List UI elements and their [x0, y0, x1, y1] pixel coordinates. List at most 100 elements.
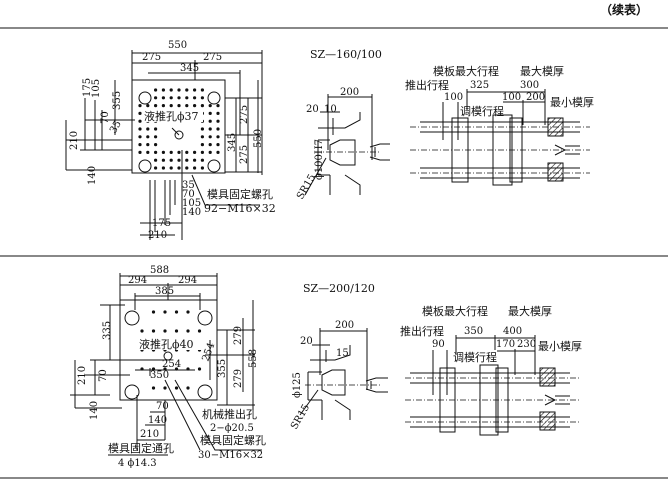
bolt-hole — [169, 166, 173, 170]
bolt-hole — [216, 150, 220, 154]
bolt-hole — [146, 104, 150, 108]
bolt-hole — [154, 104, 158, 108]
nozzle-dim-20: 20 — [300, 336, 313, 347]
eject-stroke-label: 推出行程 — [400, 324, 444, 338]
eject-stroke-value: 90 — [432, 339, 445, 350]
nozzle-diameter: ϕ100H7 — [314, 139, 325, 180]
bolt-hole — [161, 96, 165, 100]
bolt-hole — [138, 135, 142, 139]
tie-bar-hole — [207, 159, 221, 173]
bolt-hole — [154, 158, 158, 162]
bolt-hole — [146, 150, 150, 154]
eject-hole-label: 机械推出孔 — [202, 407, 257, 421]
platen-outline — [131, 79, 226, 174]
bolt-hole — [138, 150, 142, 154]
bolt-hole — [161, 88, 165, 92]
bolt-hole — [216, 111, 220, 115]
adjust-stroke-label: 调模行程 — [453, 351, 497, 364]
hydraulic-hole-label: 液推孔ϕ40 — [139, 337, 194, 351]
bolt-hole — [200, 158, 204, 162]
bolt-hole — [193, 166, 197, 170]
dim-bottom-210: 210 — [148, 230, 167, 241]
fixed-platen-section — [539, 367, 556, 387]
bolt-hole — [177, 96, 181, 100]
tie-bar-hole — [124, 310, 140, 326]
dim-right-spacing: 345 — [227, 133, 238, 152]
bolt-hole — [193, 88, 197, 92]
bolt-hole — [154, 143, 158, 147]
bolt-hole — [177, 166, 181, 170]
hydraulic-hole-label: 液推孔ϕ37 — [144, 109, 199, 123]
tie-bar-hole — [197, 310, 213, 326]
min-mold-thickness-label: 最小模厚 — [550, 96, 594, 109]
dim-right-355: 355 — [217, 359, 228, 378]
model-name: SZ—160/100 — [310, 48, 382, 61]
bolt-hole — [169, 158, 173, 162]
bolt-hole — [185, 88, 189, 92]
bolt-hole — [185, 166, 189, 170]
dim-left-140: 140 — [87, 166, 98, 185]
dim-left-210: 210 — [77, 366, 88, 385]
bolt-hole — [200, 96, 204, 100]
bolt-hole — [138, 111, 142, 115]
bolt-hole — [208, 119, 212, 123]
min-mold-thickness-label: 最小模厚 — [538, 340, 582, 353]
dim-left-335: 335 — [102, 321, 113, 340]
bolt-hole — [193, 104, 197, 108]
nozzle-drawing: 200 20 15 ϕ125 SR15 — [289, 320, 388, 432]
tie-bar-hole — [124, 384, 140, 400]
dim-200: 200 — [526, 92, 545, 103]
bolt-hole — [208, 143, 212, 147]
dim-right-254: 254 — [200, 341, 217, 363]
bolt-hole — [146, 127, 150, 131]
bolt-hole — [154, 88, 158, 92]
dim-right-upper: 275 — [239, 105, 250, 124]
bolt-hole — [169, 150, 173, 154]
dim-bottom-70: 70 — [156, 401, 169, 412]
tie-bar-hole — [197, 384, 213, 400]
dim-300: 300 — [520, 80, 539, 91]
platen-layout-drawing: 550 275 275 345 275 275 345 550 175 105 … — [65, 40, 276, 241]
dim-170: 170 — [496, 339, 515, 350]
bolt-hole — [154, 127, 158, 131]
mount-hole-label: 模具固定螺孔 — [207, 187, 273, 201]
platen-layout-drawing: 588 294 294 385 335 210 70 140 液推孔ϕ40 25… — [70, 265, 266, 469]
dim-right-279-upper: 279 — [233, 326, 244, 345]
tie-bar-hole — [207, 91, 221, 105]
bolt-hole — [208, 135, 212, 139]
through-hole-label: 模具固定通孔 — [108, 441, 174, 455]
nozzle-dim-20: 20 — [306, 104, 319, 115]
bolt-hole — [138, 143, 142, 147]
bolt-hole — [151, 329, 156, 333]
dim-230: 230 — [517, 339, 536, 350]
dim-tie-bar-spacing: 385 — [155, 286, 174, 297]
bolt-hole — [146, 143, 150, 147]
dim-half-right: 294 — [178, 275, 197, 286]
dim-bottom-140: 140 — [182, 207, 201, 218]
dim-bottom-140: 140 — [148, 415, 167, 426]
dim-inner-350: 350 — [150, 370, 169, 381]
nozzle-drawing: 200 20 10 ϕ100H7 SR15 — [295, 87, 390, 202]
bolt-hole — [200, 127, 204, 131]
tie-bar-hole — [138, 159, 152, 173]
nozzle-dim-10: 10 — [324, 104, 337, 115]
dim-half-right: 275 — [203, 52, 222, 63]
dim-right-279-lower: 279 — [233, 369, 244, 388]
fixed-platen-section — [547, 162, 564, 182]
nozzle-sphere-radius: SR15 — [295, 173, 318, 202]
bolt-hole — [151, 310, 156, 314]
bolt-hole — [193, 96, 197, 100]
bolt-hole — [200, 88, 204, 92]
bolt-hole — [200, 150, 204, 154]
mount-hole-spec: 30−M16×32 — [198, 450, 263, 461]
dim-bottom-105: 105 — [182, 198, 201, 209]
dim-right-lower: 275 — [239, 145, 250, 164]
dim-left-210: 210 — [69, 131, 80, 150]
dim-width: 550 — [168, 40, 187, 51]
bolt-hole — [163, 329, 167, 333]
bolt-hole — [177, 150, 181, 154]
bolt-hole — [177, 88, 181, 92]
through-hole-spec: 4 ϕ14.3 — [118, 458, 157, 469]
dim-right-height: 550 — [253, 129, 264, 148]
